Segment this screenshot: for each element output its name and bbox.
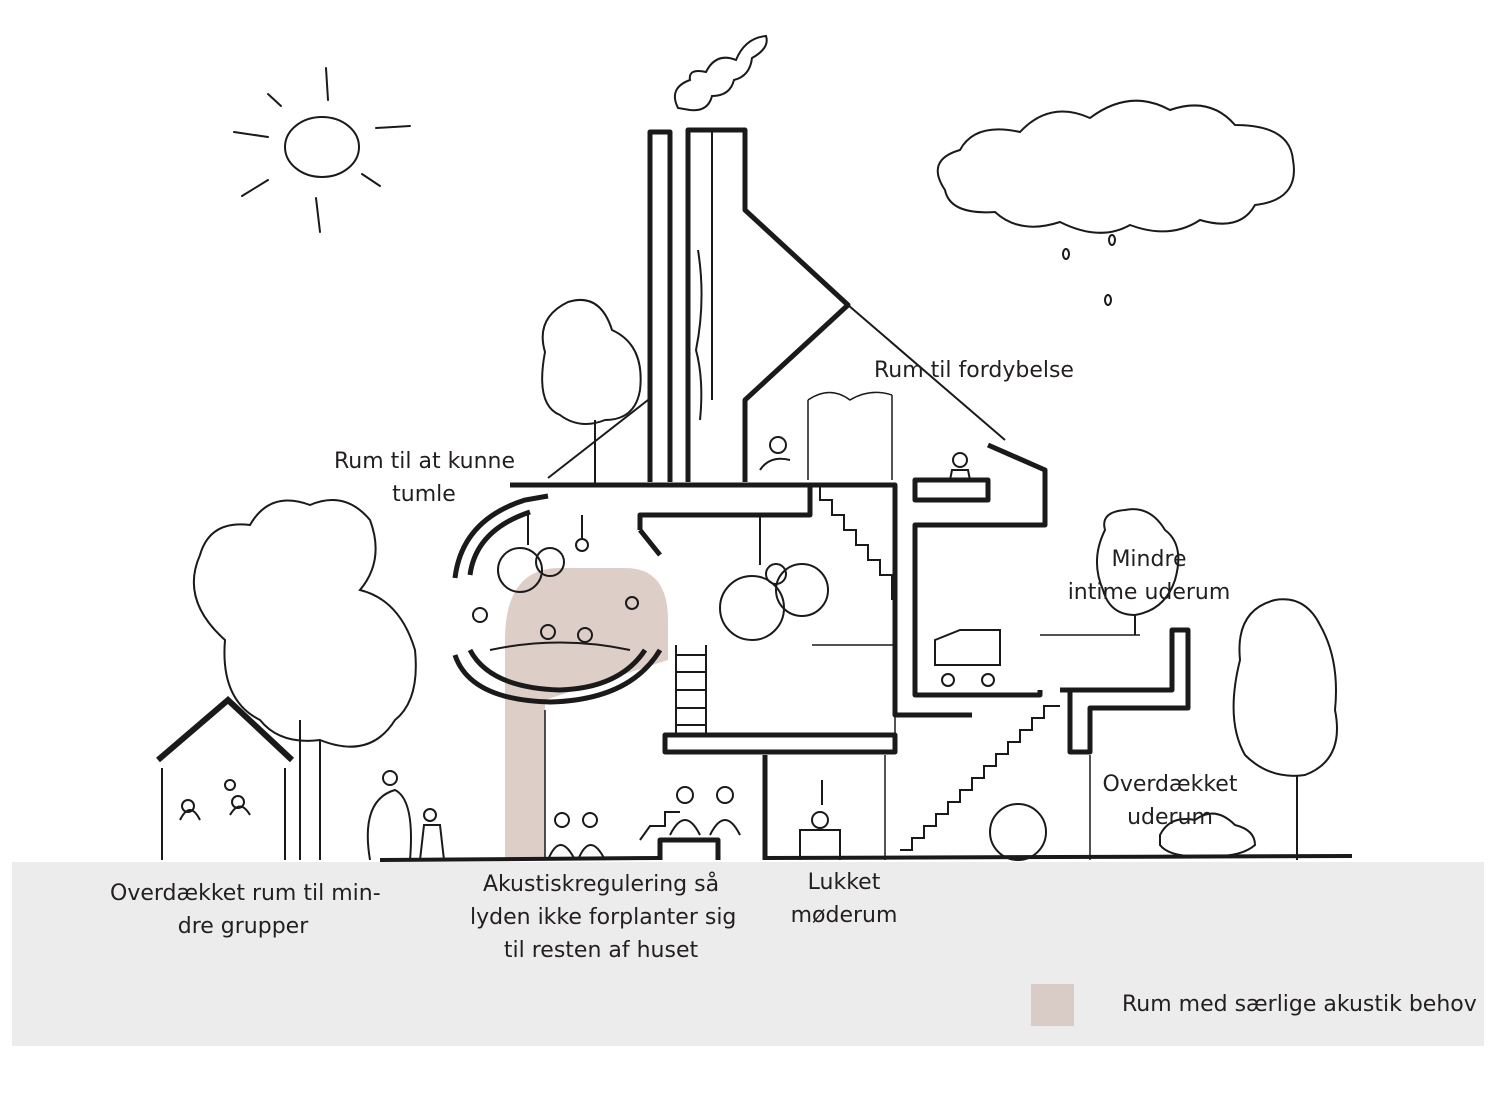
label-overdaekket-line1: Overdækket bbox=[1102, 772, 1238, 797]
figures bbox=[366, 436, 1047, 861]
legend-text: Rum med særlige akustik behov bbox=[1122, 992, 1477, 1017]
label-akustik-line3: til resten af huset bbox=[503, 938, 699, 963]
acoustic-zone bbox=[505, 568, 668, 860]
label-tumle-line2: tumle bbox=[392, 482, 456, 507]
label-grupper: Overdækket rum til min- dre grupper bbox=[110, 877, 381, 943]
stairs bbox=[639, 484, 1060, 851]
label-grupper-line1: Overdækket rum til min- bbox=[110, 881, 381, 906]
label-overdaekket-uderum: Overdækket uderum bbox=[1100, 768, 1240, 834]
label-grupper-line2: dre grupper bbox=[177, 914, 309, 939]
label-moederum-line2: møderum bbox=[790, 903, 898, 928]
label-moederum-line1: Lukket bbox=[807, 870, 881, 895]
ground-line bbox=[379, 854, 1353, 862]
small-shelter bbox=[156, 695, 295, 860]
ground-band bbox=[12, 862, 1484, 1046]
legend-swatch bbox=[1031, 984, 1074, 1026]
cloud-icon bbox=[936, 99, 1295, 234]
sun-icon bbox=[233, 67, 411, 233]
label-akustik-line2: lyden ikke forplanter sig bbox=[470, 905, 737, 930]
label-mindre-line2: intime uderum bbox=[1067, 580, 1231, 605]
roof-line bbox=[847, 304, 1006, 441]
roof-line-left bbox=[547, 399, 649, 479]
chimney bbox=[647, 127, 851, 482]
label-akustik-line1: Akustiskregulering så bbox=[482, 872, 720, 897]
label-tumle-line1: Rum til at kunne bbox=[334, 449, 516, 474]
interior-lines bbox=[544, 391, 1140, 860]
smoke-icon bbox=[674, 34, 768, 112]
label-mindre-line1: Mindre bbox=[1111, 547, 1187, 572]
pendant-lamps bbox=[497, 515, 829, 641]
tree-icon bbox=[192, 298, 1338, 860]
rain-drop-icon bbox=[1062, 234, 1116, 306]
label-akustik: Akustiskregulering så lyden ikke forplan… bbox=[470, 868, 737, 967]
label-fordybelse: Rum til fordybelse bbox=[874, 358, 1074, 383]
label-mindre-uderum: Mindre intime uderum bbox=[1066, 543, 1232, 609]
label-tumle: Rum til at kunne tumle bbox=[334, 445, 516, 511]
label-moederum: Lukket møderum bbox=[784, 866, 904, 932]
play-room-round bbox=[452, 493, 663, 705]
label-overdaekket-line2: uderum bbox=[1127, 805, 1213, 830]
building-structure bbox=[510, 442, 1191, 860]
